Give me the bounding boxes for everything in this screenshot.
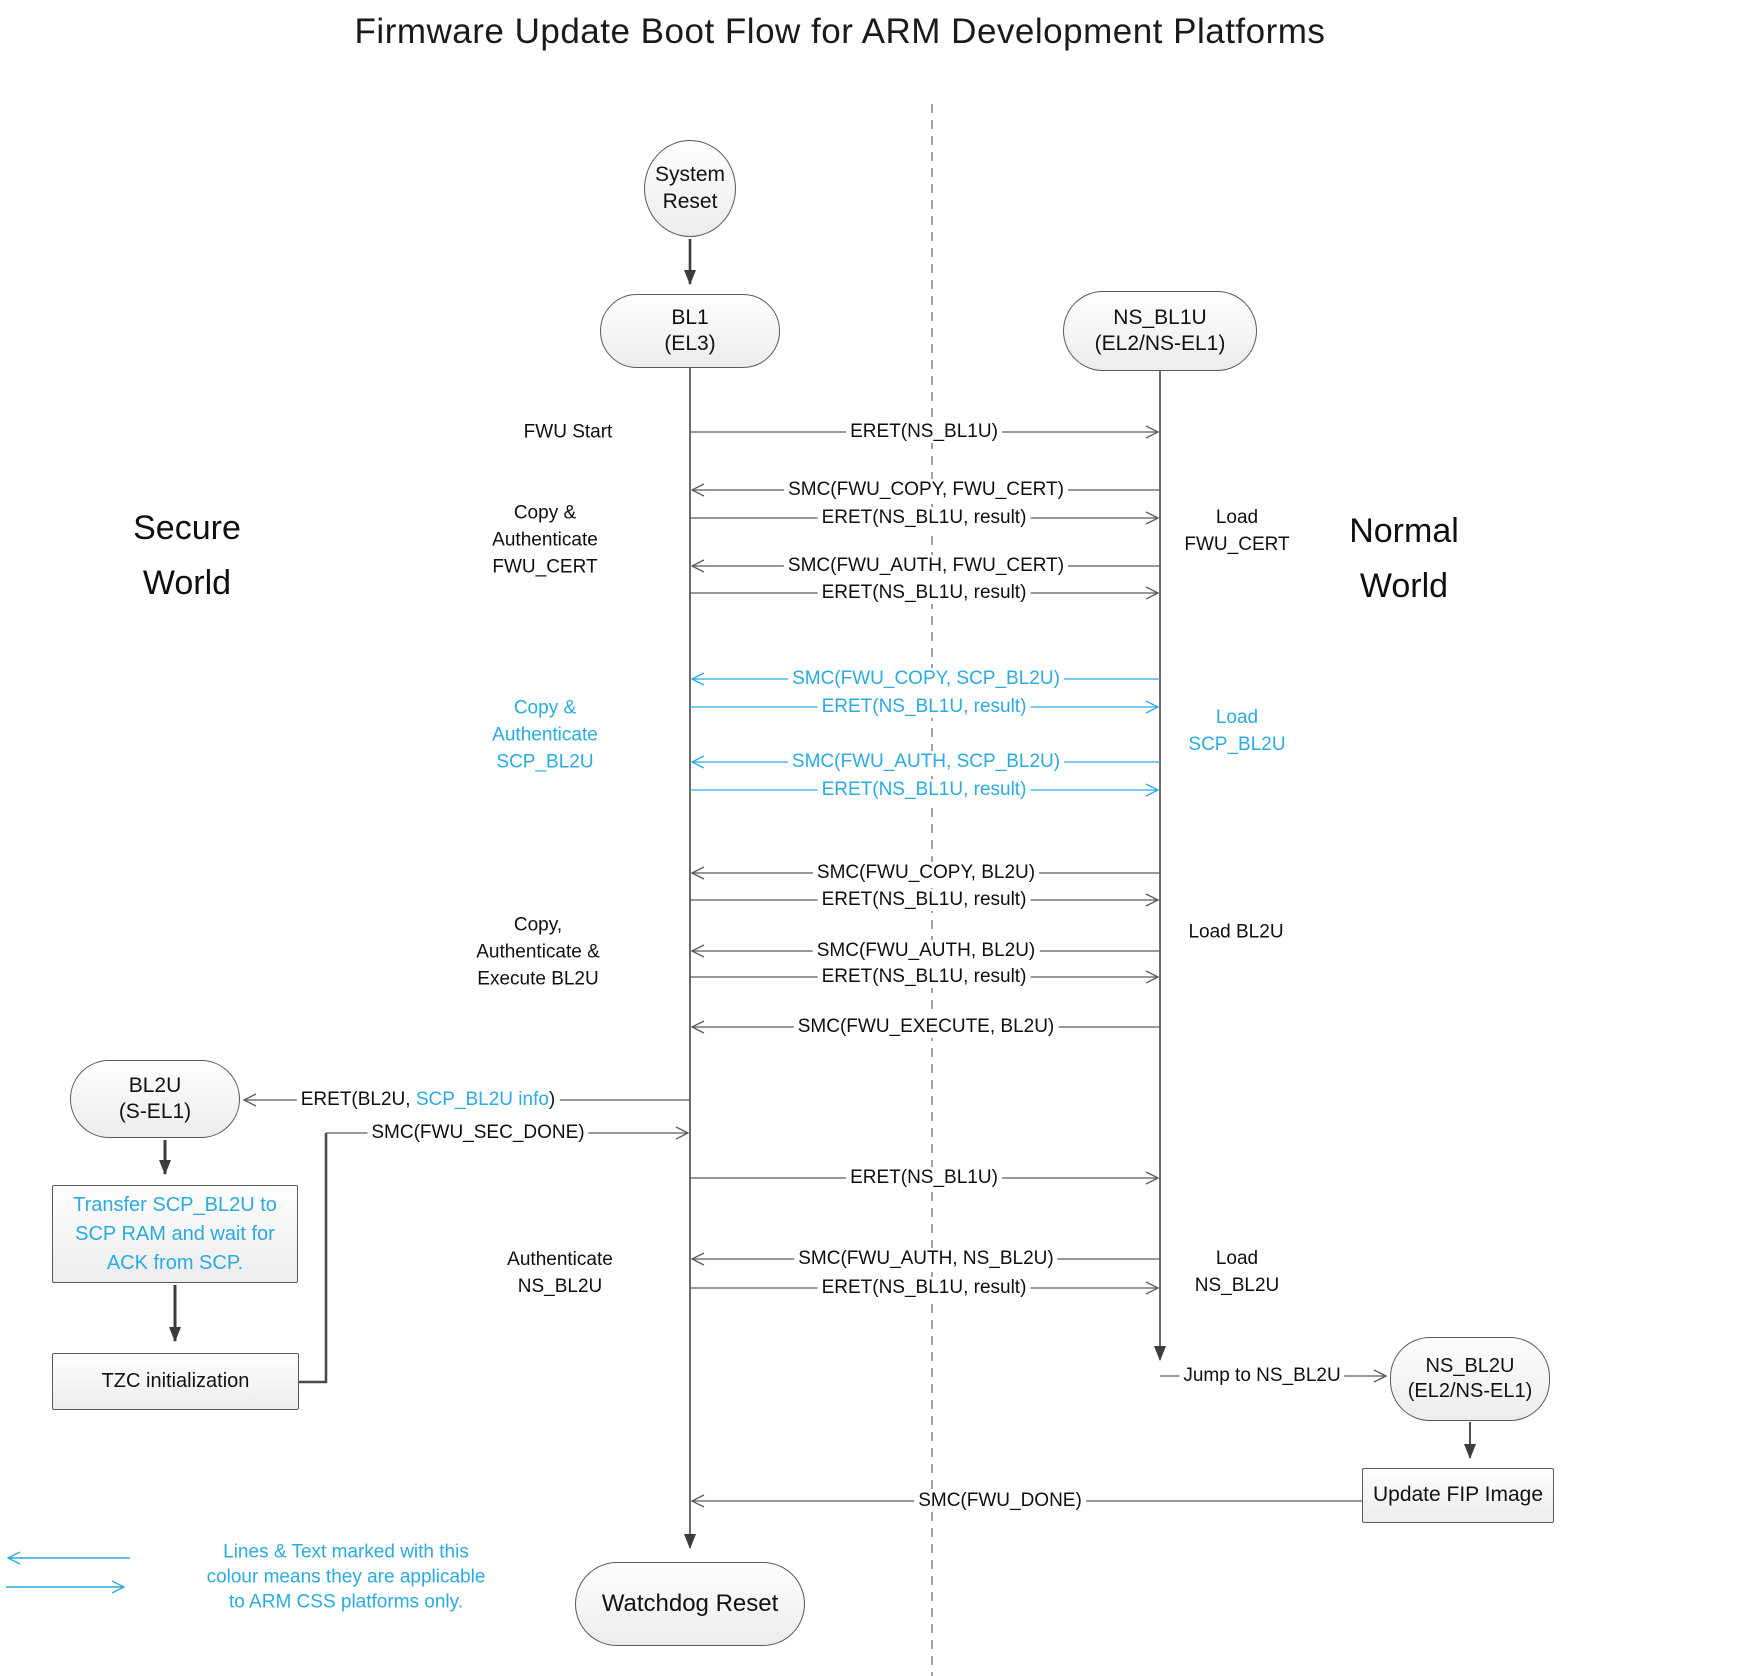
legend-text: Lines & Text marked with this colour mea…: [206, 1541, 486, 1613]
node-bl2u: BL2U (S-EL1): [70, 1060, 240, 1138]
node-system-reset: System Reset: [644, 140, 736, 237]
msg-eret-bl2u-scp-info-label-part: SCP_BL2U info: [415, 1089, 549, 1110]
node-bl1-title: BL1: [671, 305, 709, 329]
msg-smc-fwu-copy-scp-bl2u-label: SMC(FWU_COPY, SCP_BL2U): [788, 668, 1064, 690]
msg-eret-result-4-label: ERET(NS_BL1U, result): [817, 779, 1031, 801]
msg-eret-result-2-label: ERET(NS_BL1U, result): [817, 582, 1031, 604]
msg-eret-result-3-label: ERET(NS_BL1U, result): [817, 696, 1031, 718]
node-watchdog-reset: Watchdog Reset: [575, 1562, 805, 1646]
msg-eret-bl2u-scp-info-label-part: ): [548, 1089, 556, 1110]
page-title: Firmware Update Boot Flow for ARM Develo…: [354, 12, 1326, 51]
msg-eret-result-5-label: ERET(NS_BL1U, result): [817, 889, 1031, 911]
node-bl1: BL1 (EL3): [600, 294, 780, 368]
node-ns-bl1u-title: NS_BL1U: [1113, 305, 1207, 329]
side-label-copy-auth-fwu-cert: Copy & Authenticate FWU_CERT: [492, 502, 598, 578]
msg-smc-fwu-execute-bl2u-label: SMC(FWU_EXECUTE, BL2U): [793, 1016, 1059, 1038]
node-ns-bl2u-title: NS_BL2U: [1425, 1355, 1515, 1377]
node-tzc-initialization: TZC initialization: [52, 1353, 299, 1410]
node-watchdog-reset-label: Watchdog Reset: [601, 1590, 779, 1617]
msg-eret-bl2u-scp-info-label: ERET(BL2U, SCP_BL2U info): [296, 1089, 560, 1111]
node-ns-bl1u-subtitle: (EL2/NS-EL1): [1094, 332, 1226, 355]
side-label-authenticate-ns-bl2u: Authenticate NS_BL2U: [507, 1249, 613, 1297]
node-bl2u-subtitle: (S-EL1): [118, 1100, 192, 1123]
node-bl1-subtitle: (EL3): [664, 332, 716, 355]
msg-smc-fwu-copy-bl2u-label: SMC(FWU_COPY, BL2U): [812, 862, 1040, 884]
node-tzc-initialization-label: TZC initialization: [101, 1370, 250, 1392]
side-label-copy-auth-scp-bl2u: Copy & Authenticate SCP_BL2U: [492, 697, 598, 773]
msg-eret-bl2u-scp-info-label-part: ERET(BL2U,: [300, 1089, 416, 1110]
msg-eret-ns-bl1u-start-label: ERET(NS_BL1U): [846, 421, 1002, 443]
node-system-reset-label: System Reset: [654, 163, 725, 213]
msg-jump-to-ns-bl2u-label: Jump to NS_BL2U: [1179, 1365, 1345, 1387]
side-label-load-scp-bl2u: Load SCP_BL2U: [1188, 707, 1286, 755]
msg-eret-result-7-label: ERET(NS_BL1U, result): [817, 1277, 1031, 1299]
msg-smc-fwu-copy-fwu-cert-label: SMC(FWU_COPY, FWU_CERT): [784, 479, 1068, 501]
world-label-normal: Normal World: [1349, 512, 1459, 605]
side-label-load-ns-bl2u: Load NS_BL2U: [1194, 1248, 1280, 1296]
msg-smc-fwu-sec-done-label: SMC(FWU_SEC_DONE): [367, 1122, 589, 1144]
node-ns-bl2u-subtitle: (EL2/NS-EL1): [1407, 1380, 1533, 1402]
node-ns-bl1u: NS_BL1U (EL2/NS-EL1): [1063, 291, 1257, 371]
msg-eret-result-1-label: ERET(NS_BL1U, result): [817, 507, 1031, 529]
msg-smc-fwu-auth-scp-bl2u-label: SMC(FWU_AUTH, SCP_BL2U): [787, 751, 1065, 773]
msg-smc-fwu-auth-bl2u-label: SMC(FWU_AUTH, BL2U): [812, 940, 1040, 962]
tzc-to-sec-done-elbow: [299, 1133, 328, 1384]
node-bl2u-title: BL2U: [128, 1073, 182, 1097]
side-label-fwu-start: FWU Start: [523, 421, 613, 443]
node-ns-bl2u: NS_BL2U (EL2/NS-EL1): [1390, 1337, 1550, 1421]
node-transfer-scp-bl2u-label: Transfer SCP_BL2U to SCP RAM and wait fo…: [73, 1193, 277, 1274]
node-transfer-scp-bl2u: Transfer SCP_BL2U to SCP RAM and wait fo…: [52, 1185, 298, 1283]
side-label-load-fwu-cert: Load FWU_CERT: [1184, 507, 1290, 555]
node-update-fip-image-label: Update FIP Image: [1372, 1483, 1544, 1507]
side-label-load-bl2u: Load BL2U: [1188, 921, 1284, 943]
msg-eret-result-6-label: ERET(NS_BL1U, result): [817, 966, 1031, 988]
side-label-copy-auth-exec-bl2u: Copy, Authenticate & Execute BL2U: [476, 914, 600, 990]
node-update-fip-image: Update FIP Image: [1362, 1468, 1554, 1523]
world-label-secure: Secure World: [133, 509, 241, 602]
msg-eret-ns-bl1u-2-label: ERET(NS_BL1U): [846, 1167, 1002, 1189]
msg-smc-fwu-auth-ns-bl2u-label: SMC(FWU_AUTH, NS_BL2U): [794, 1248, 1058, 1270]
msg-smc-fwu-auth-fwu-cert-label: SMC(FWU_AUTH, FWU_CERT): [783, 555, 1069, 577]
msg-smc-fwu-done-label: SMC(FWU_DONE): [914, 1490, 1086, 1512]
